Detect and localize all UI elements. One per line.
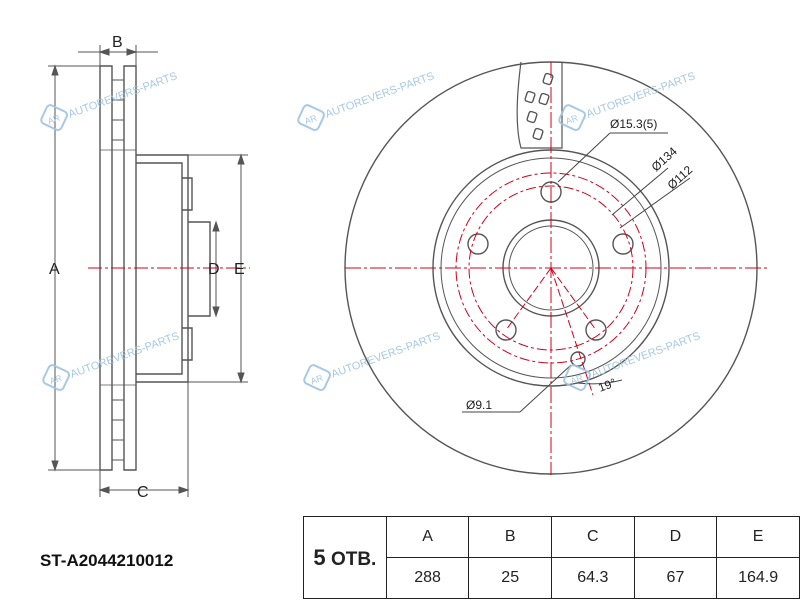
side-dimensions xyxy=(48,45,248,497)
holes-cell: 5 ОТВ. xyxy=(303,516,387,599)
bolt-hole xyxy=(495,319,517,341)
holes-unit: ОТВ. xyxy=(330,548,377,570)
watermark-text: AUTOREVERS-PARTS xyxy=(324,70,436,121)
table-value-cell: 67 xyxy=(633,557,718,599)
dim-label-e: E xyxy=(234,261,245,278)
watermark-logo: AR xyxy=(569,373,585,387)
watermark-text: AUTOREVERS-PARTS xyxy=(69,330,181,381)
dim-label-a: A xyxy=(49,261,60,278)
table-value-row: 288 25 64.3 67 164.9 xyxy=(304,557,800,599)
table-header-row: 5 ОТВ. A B C D E xyxy=(303,516,800,599)
hole-diameter-label: Ø15.3(5) xyxy=(610,117,657,131)
table-header-cell: E xyxy=(716,516,800,558)
table-header-cell: D xyxy=(633,516,718,558)
table-value-cell: 288 xyxy=(385,557,470,599)
pin-diameter-label: Ø9.1 xyxy=(466,398,492,412)
pcd-circle xyxy=(468,185,634,351)
watermark-text: AUTOREVERS-PARTS xyxy=(330,330,442,381)
dim-label-d: D xyxy=(208,261,220,278)
table-value-cell: 64.3 xyxy=(550,557,635,599)
watermark-logo: AR xyxy=(309,373,325,387)
watermark-logo: AR xyxy=(46,113,62,127)
watermark-text: AUTOREVERS-PARTS xyxy=(585,70,697,121)
holes-count: 5 xyxy=(313,544,326,570)
dimensions-table: 5 ОТВ. A B C D E 288 25 64.3 67 164.9 xyxy=(303,516,800,599)
part-code: ST-A2044210012 xyxy=(40,551,174,570)
table-header-cell: C xyxy=(550,516,635,558)
watermark-logo: AR xyxy=(303,113,319,127)
table-value-cell: 164.9 xyxy=(716,557,800,599)
front-centerlines xyxy=(345,62,770,475)
bore-label: Ø112 xyxy=(665,163,696,193)
dim-label-b: B xyxy=(112,34,123,51)
table-header-cell: B xyxy=(468,516,552,558)
table-value-cell: 25 xyxy=(468,557,552,599)
bolt-hole xyxy=(612,233,634,255)
leaders xyxy=(462,132,691,413)
bolt-hole xyxy=(467,233,489,255)
watermark-logo: AR xyxy=(564,113,580,127)
angle-label: 19° xyxy=(596,375,618,394)
pcd-label: Ø134 xyxy=(649,144,680,174)
watermark-logo: AR xyxy=(48,373,64,387)
bolt-hole xyxy=(585,319,607,341)
table-header-cell: A xyxy=(385,516,470,558)
dim-label-c: C xyxy=(137,484,149,501)
watermark-text: AUTOREVERS-PARTS xyxy=(67,70,179,121)
